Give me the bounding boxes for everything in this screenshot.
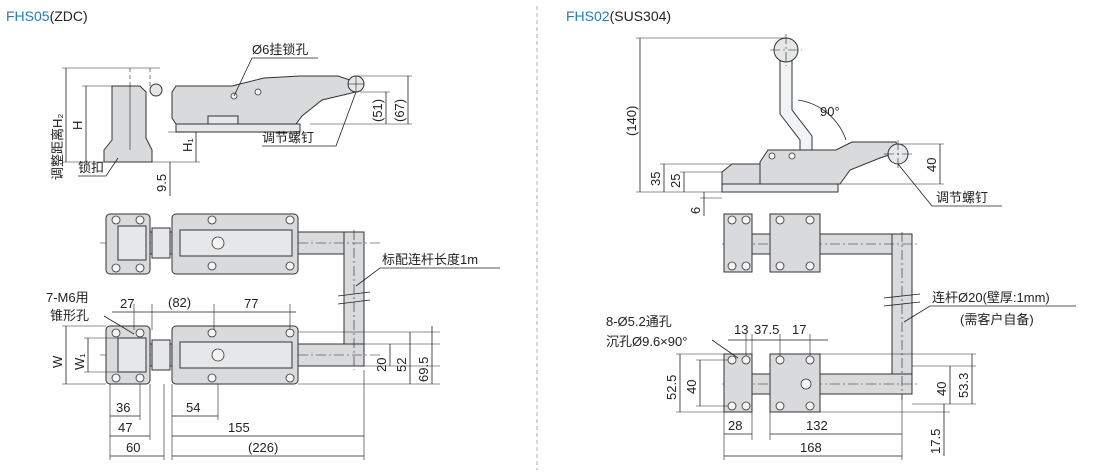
left-dim-67: (67) — [392, 99, 407, 122]
right-rod-label-2: (需客户自备) — [960, 312, 1034, 327]
left-catch-hook — [149, 83, 163, 97]
right-title: FHS02(SUS304) — [566, 8, 671, 24]
right-dim-168: 168 — [800, 440, 822, 455]
right-dim-40-left: 40 — [684, 380, 699, 394]
left-dim-60: 60 — [126, 440, 140, 455]
right-rod-label-1: 连杆Ø20(壁厚:1mm) — [932, 290, 1050, 305]
left-buckle-body — [103, 85, 153, 163]
left-dim-69-5: 69.5 — [416, 357, 431, 382]
left-dim-52: 52 — [394, 358, 409, 372]
right-dim-40-right: 40 — [934, 382, 949, 396]
left-m6-label-2: 锥形孔 — [50, 308, 89, 323]
left-plan-view: 标配连杆长度1m 7-M6用 锥形孔 27 (82) 77 W — [46, 213, 500, 460]
left-dim-H: H — [70, 121, 85, 130]
right-latch-body — [759, 141, 899, 185]
right-base-plate — [721, 183, 839, 193]
right-hole-label-1: 8-Ø5.2通孔 — [606, 314, 672, 329]
left-material: (ZDC) — [49, 8, 88, 24]
left-dim-54: 54 — [186, 400, 200, 415]
left-dim-226: (226) — [248, 440, 278, 455]
right-buckle-body — [721, 163, 761, 185]
right-dim-53-3: 53.3 — [956, 373, 971, 398]
right-side-view: 90° 调节螺钉 (140) 35 25 6 40 — [624, 34, 1002, 216]
right-dim-35: 35 — [648, 172, 663, 186]
left-m6-label-1: 7-M6用 — [46, 290, 89, 305]
right-dim-6: 6 — [688, 207, 703, 214]
left-dim-155: 155 — [228, 420, 250, 435]
right-material: (SUS304) — [609, 8, 672, 24]
left-dim-H1: H₁ — [180, 138, 195, 152]
left-dim-W1: W₁ — [72, 353, 87, 370]
left-side-view: Ø6挂锁孔 调节螺钉 调整距离H₂ H H₁ 9.5 锁扣 (51) (67) — [50, 42, 412, 196]
right-model-code: FHS02 — [566, 8, 610, 24]
left-dim-27: 27 — [120, 296, 134, 311]
right-dim-40-side: 40 — [924, 158, 939, 172]
left-dim-77: 77 — [244, 296, 258, 311]
left-adjust-screw-label: 调节螺钉 — [262, 130, 314, 145]
left-buckle-label: 锁扣 — [78, 160, 104, 175]
left-dim-9-5: 9.5 — [154, 174, 169, 192]
left-latch-body — [171, 75, 357, 125]
right-dim-140: (140) — [624, 106, 639, 136]
right-dim-132: 132 — [806, 418, 828, 433]
left-adjust-distance-label: 调整距离H₂ — [50, 114, 65, 180]
right-adjust-screw-label: 调节螺钉 — [936, 190, 988, 205]
left-lock-hole-label: Ø6挂锁孔 — [252, 42, 308, 57]
right-plan-view: 连杆Ø20(壁厚:1mm) (需客户自备) 8-Ø5.2通孔 沉孔Ø9.6×90… — [606, 213, 1076, 460]
left-model-code: FHS05 — [6, 8, 50, 24]
right-dim-13: 13 — [734, 322, 748, 337]
left-dim-47: 47 — [118, 420, 132, 435]
right-dim-52-5: 52.5 — [664, 375, 679, 400]
right-dim-28: 28 — [728, 418, 742, 433]
left-dim-51: (51) — [370, 99, 385, 122]
right-dim-25: 25 — [668, 174, 683, 188]
left-rod-standard-label: 标配连杆长度1m — [382, 252, 478, 267]
left-dim-W: W — [50, 355, 65, 368]
left-dim-20: 20 — [374, 358, 389, 372]
right-dim-37-5: 37.5 — [754, 322, 779, 337]
right-dim-90: 90° — [820, 104, 840, 119]
right-dim-17-5: 17.5 — [928, 429, 943, 454]
left-title: FHS05(ZDC) — [6, 8, 88, 24]
left-dim-36: 36 — [116, 400, 130, 415]
right-hole-label-2: 沉孔Ø9.6×90° — [606, 334, 687, 349]
right-dim-17: 17 — [792, 322, 806, 337]
left-dim-82: (82) — [168, 295, 191, 310]
